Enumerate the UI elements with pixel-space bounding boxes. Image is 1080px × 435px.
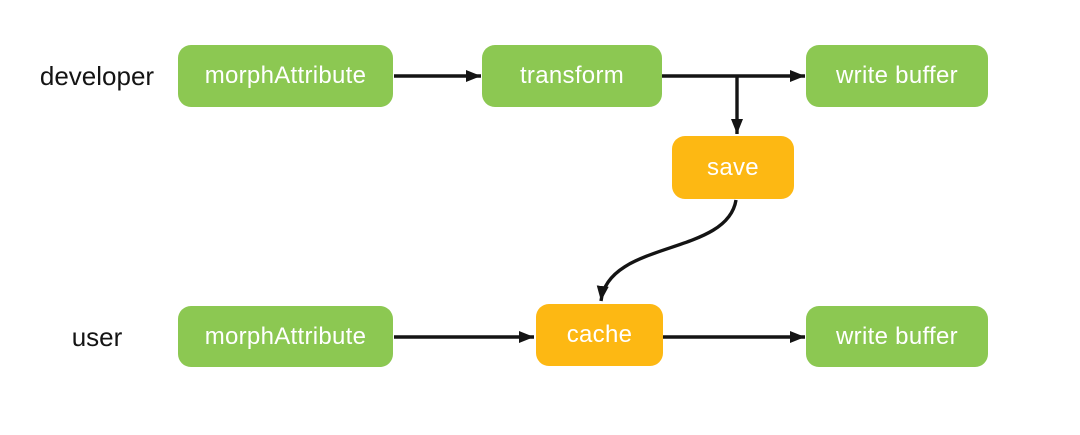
edge-save-to-cache-curve: [596, 199, 738, 302]
node-user-morphattribute: morphAttribute: [178, 306, 393, 367]
node-user-cache: cache: [536, 304, 663, 366]
row-label-user: user: [71, 322, 123, 352]
node-dev-write-buffer: write buffer: [806, 45, 988, 107]
row-label-developer: developer: [39, 61, 155, 91]
node-dev-transform: transform: [482, 45, 662, 107]
node-save: save: [672, 136, 794, 199]
node-user-write-buffer: write buffer: [806, 306, 988, 367]
node-dev-morphattribute: morphAttribute: [178, 45, 393, 107]
